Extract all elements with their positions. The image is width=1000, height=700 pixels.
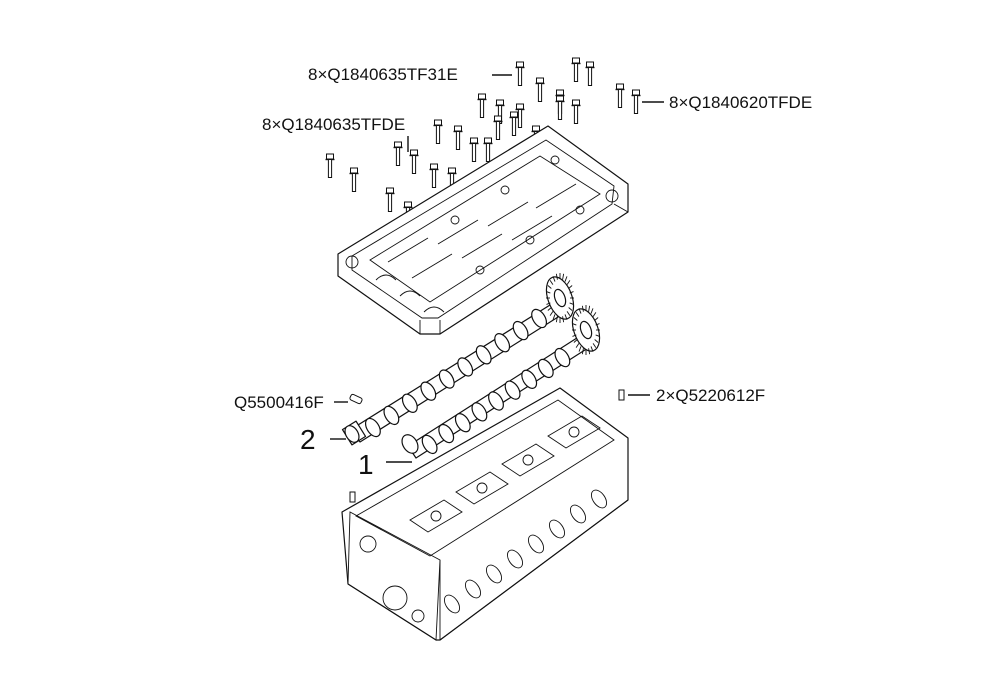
cam-lobe	[420, 381, 437, 401]
cam-lobe	[554, 347, 571, 368]
camshaft-2-intake	[341, 273, 575, 446]
port	[590, 489, 608, 509]
camshaft-cover	[337, 125, 629, 335]
bolt	[555, 95, 565, 120]
cam-lobe	[471, 402, 488, 422]
cam-bore	[409, 499, 463, 533]
port	[527, 534, 545, 554]
cam-lobe	[512, 320, 529, 341]
bolt	[631, 89, 641, 114]
bolt	[535, 77, 545, 102]
cam-lobe	[488, 391, 504, 411]
bolt	[483, 137, 493, 162]
port	[485, 564, 503, 584]
camshaft-1-exhaust	[401, 305, 601, 459]
cam-lobe	[537, 358, 554, 379]
bolt	[429, 163, 439, 188]
bolt	[349, 167, 359, 192]
pin-q5500416f	[349, 393, 363, 405]
cam-bore	[455, 471, 509, 505]
bolt	[493, 115, 503, 140]
dowel-left	[349, 491, 356, 503]
bolt	[585, 61, 595, 86]
bolt	[453, 125, 463, 150]
cam-lobe	[438, 423, 455, 444]
cam-lobe	[457, 357, 474, 377]
camshaft-gear-2	[545, 273, 575, 323]
cam-lobe	[504, 380, 521, 400]
bolt	[433, 119, 443, 144]
bolt	[469, 137, 479, 162]
port	[443, 594, 461, 614]
bolt	[393, 141, 403, 166]
cam-lobe	[383, 405, 400, 426]
port	[548, 519, 566, 539]
cam-lobe	[401, 393, 418, 413]
bolt	[515, 103, 525, 128]
item-number-2: 2	[300, 424, 316, 455]
callout-bolt-q1840620tfde: 8×Q1840620TFDE	[669, 93, 812, 112]
bolt	[325, 153, 335, 178]
callout-dowel-q5220612f: 2×Q5220612F	[656, 386, 765, 405]
bolt	[477, 93, 487, 118]
cam-lobe	[475, 345, 492, 365]
cam-lobe	[421, 434, 438, 455]
cam-lobe	[364, 417, 381, 438]
item-number-1: 1	[358, 449, 374, 480]
bolt	[509, 111, 519, 136]
port	[569, 504, 587, 524]
cam-lobe	[454, 413, 471, 433]
cam-bore	[547, 415, 601, 449]
bolt	[571, 99, 581, 124]
callout-bolt-q1840635tfde: 8×Q1840635TFDE	[262, 115, 405, 134]
port	[506, 549, 524, 569]
port	[464, 579, 482, 599]
callout-pin-q5500416f: Q5500416F	[234, 393, 324, 412]
cam-lobe	[494, 333, 511, 353]
callout-bolt-q1840635tf31e: 8×Q1840635TF31E	[308, 65, 458, 84]
bolt	[409, 149, 419, 174]
bolt	[515, 61, 525, 86]
cylinder-head	[341, 387, 629, 641]
cam-lobe	[438, 369, 455, 389]
cam-lobe	[521, 369, 538, 389]
cam-bore	[501, 443, 555, 477]
cam-lobe	[531, 308, 548, 329]
bolt	[571, 57, 581, 82]
bolt	[615, 83, 625, 108]
dowel-q5220612f	[618, 389, 625, 401]
camshaft-gear-1	[571, 305, 601, 355]
bolt	[385, 187, 395, 212]
